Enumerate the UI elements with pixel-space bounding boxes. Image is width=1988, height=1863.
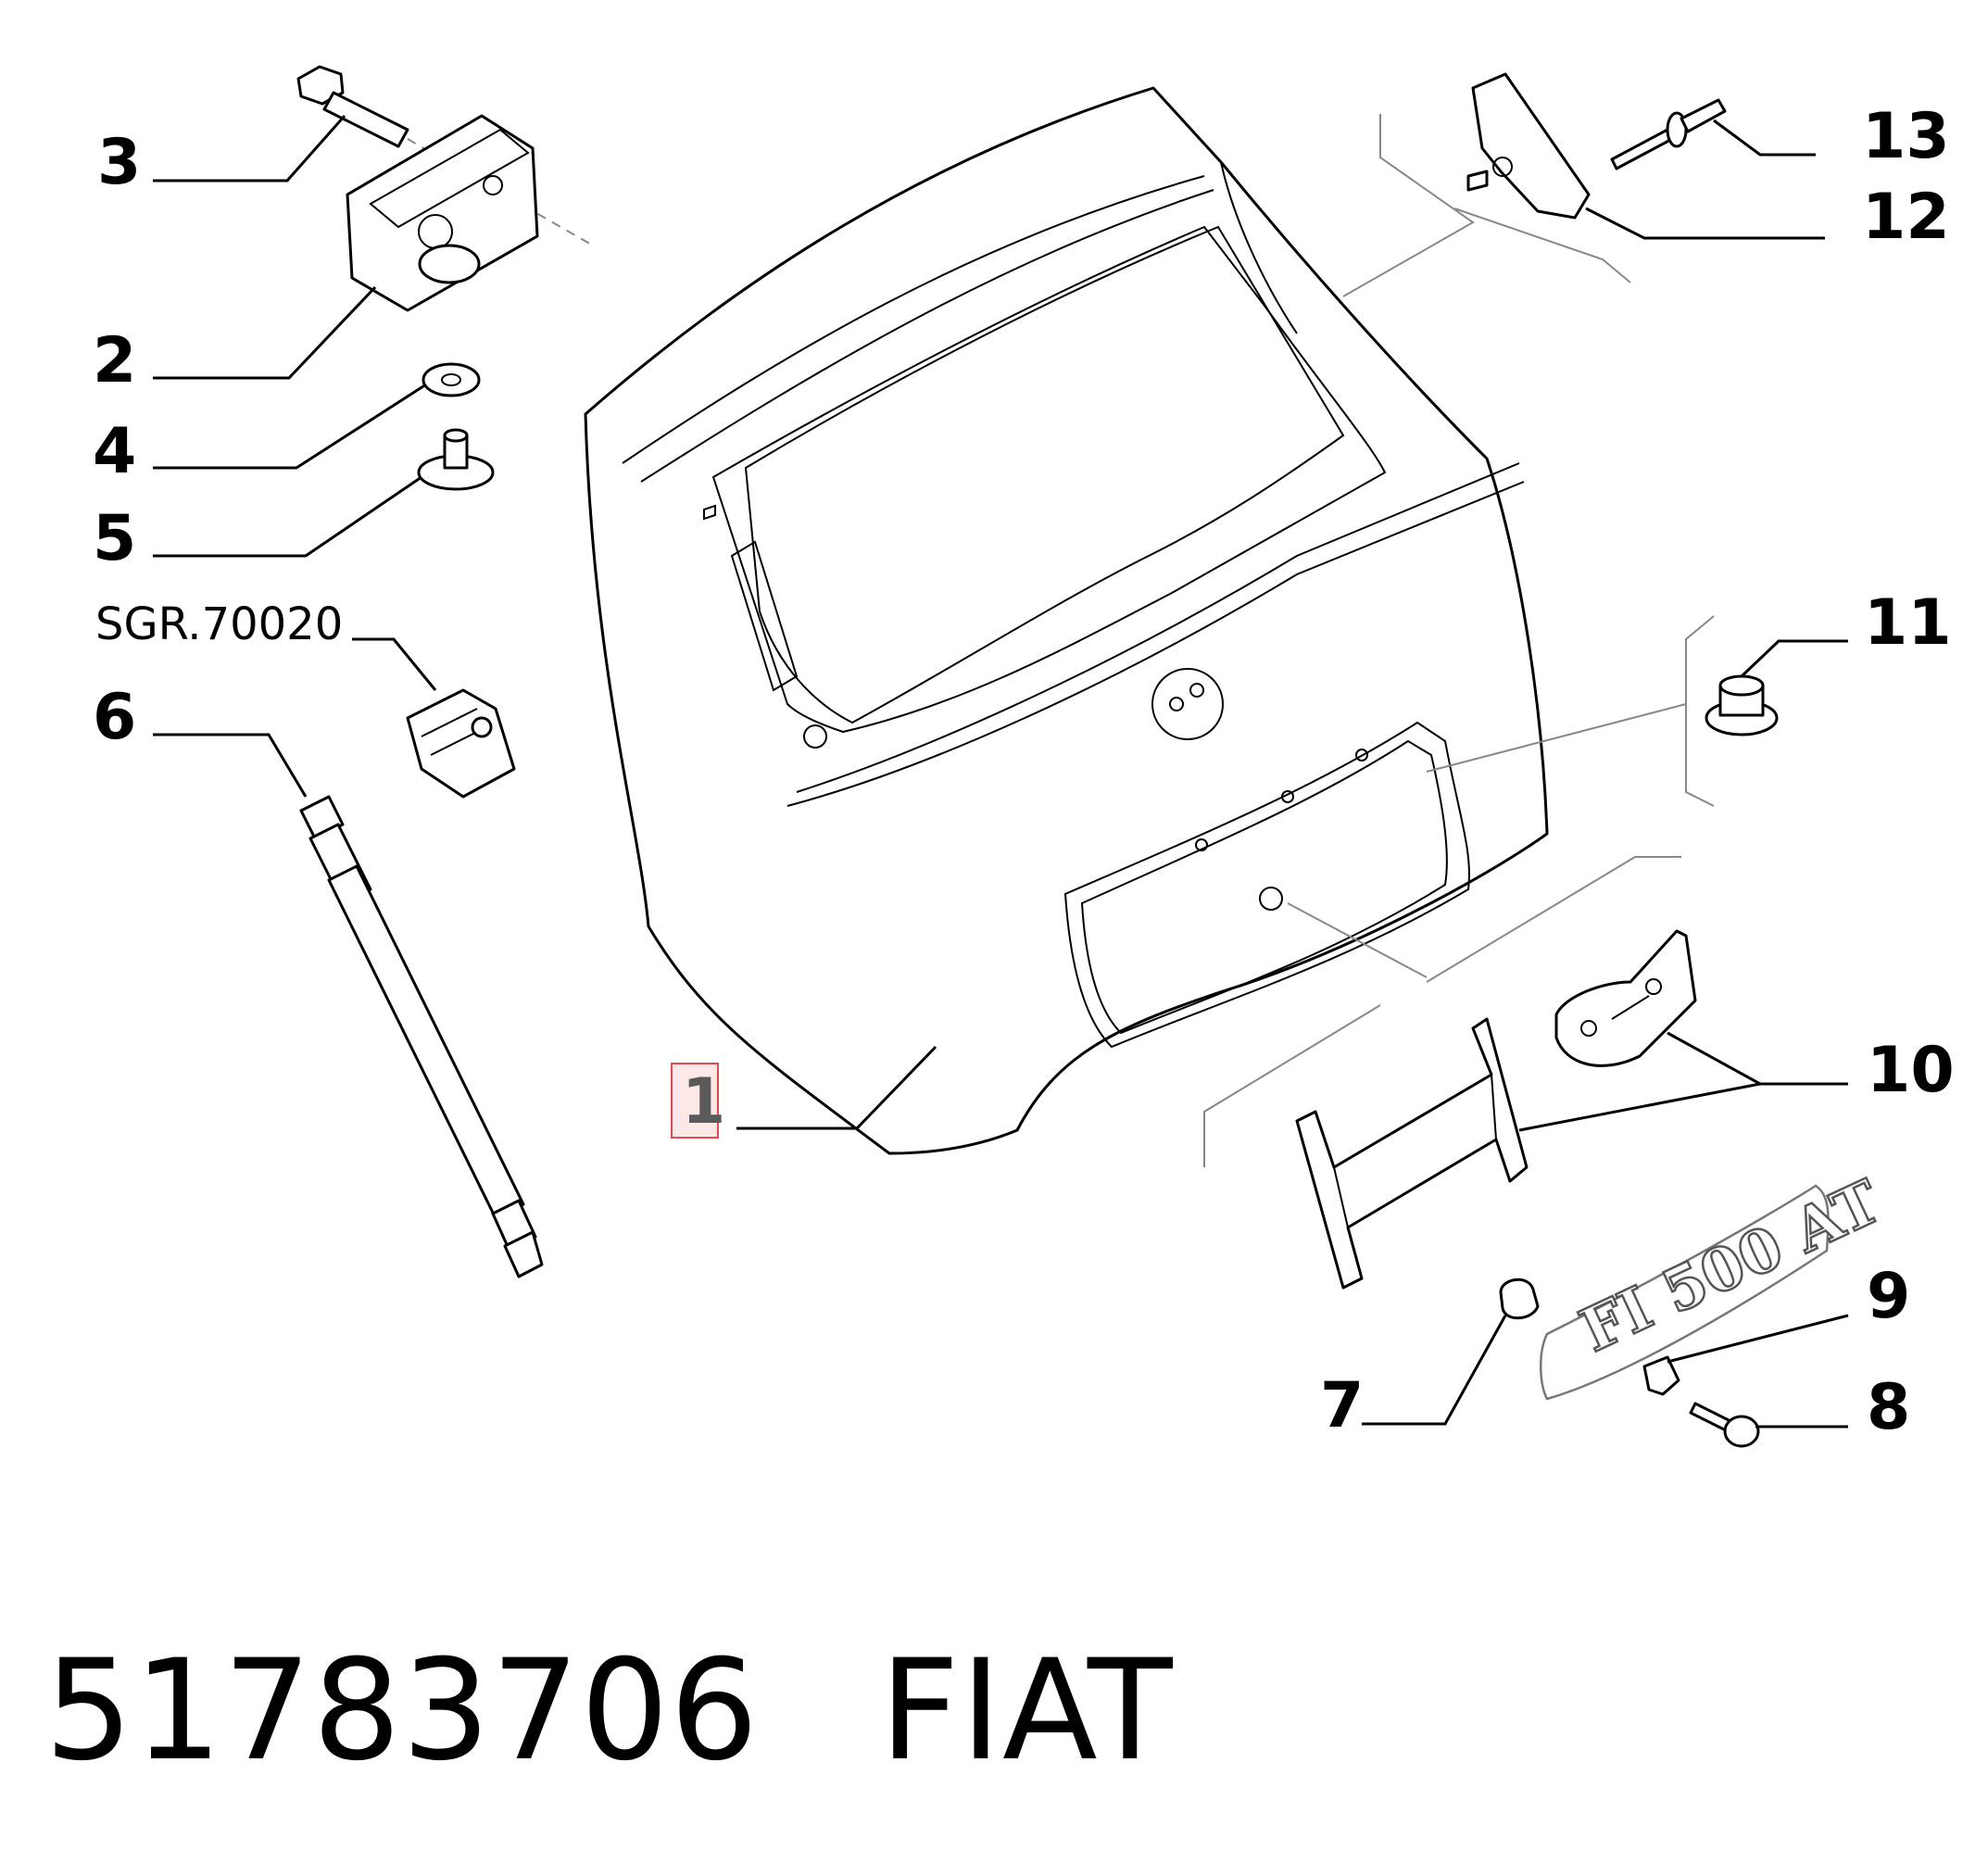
- callout-11: 11: [1864, 586, 1952, 660]
- upper-bracket-part: [1466, 72, 1591, 220]
- callout-4: 4: [93, 415, 136, 488]
- guide-lines: [1203, 114, 1715, 1167]
- part-caption: 51783706 FIAT: [44, 1630, 1174, 1792]
- badge-part: FI 500 AT: [1540, 1165, 1893, 1401]
- rivet-part: [1610, 98, 1727, 170]
- leader-lines: [153, 115, 1849, 1429]
- washer-part: [422, 362, 481, 397]
- parts-diagram: FI 500 AT 3 2 4 5 SGR.70: [93, 65, 1955, 1448]
- plug-part: [1705, 674, 1779, 736]
- callout-7: 7: [1320, 1369, 1364, 1442]
- screw-part: [1689, 1402, 1760, 1448]
- plate-frame-part: [1295, 1017, 1529, 1290]
- callout-sgr-70020: SGR.70020: [95, 598, 343, 650]
- callout-labels: 3 2 4 5 SGR.70020 6 1 13 12 11 10 9 8 7: [93, 100, 1955, 1444]
- callout-10: 10: [1867, 1034, 1955, 1107]
- badge-text: FI 500 AT: [1570, 1167, 1891, 1366]
- stud-part: [417, 428, 495, 491]
- hinge-part: [346, 114, 539, 312]
- callout-9: 9: [1867, 1260, 1910, 1333]
- tailgate-part: [584, 86, 1549, 1155]
- part-number: 51783706: [44, 1630, 760, 1792]
- callout-5: 5: [93, 502, 136, 575]
- gas-strut-part: [299, 795, 544, 1278]
- clip-part: [1642, 1355, 1680, 1396]
- callout-8: 8: [1867, 1371, 1910, 1444]
- callout-2: 2: [93, 324, 136, 397]
- bracket-sgr-part: [406, 688, 516, 799]
- callout-3: 3: [97, 126, 141, 199]
- lock-bracket-part: [1554, 929, 1697, 1067]
- callout-13: 13: [1862, 100, 1950, 173]
- brand-name: FIAT: [879, 1630, 1174, 1792]
- callout-1: 1: [682, 1065, 725, 1139]
- callout-1-highlight: [671, 1063, 719, 1139]
- callout-12: 12: [1862, 181, 1950, 254]
- cap-part: [1499, 1278, 1540, 1320]
- callout-6: 6: [93, 681, 136, 754]
